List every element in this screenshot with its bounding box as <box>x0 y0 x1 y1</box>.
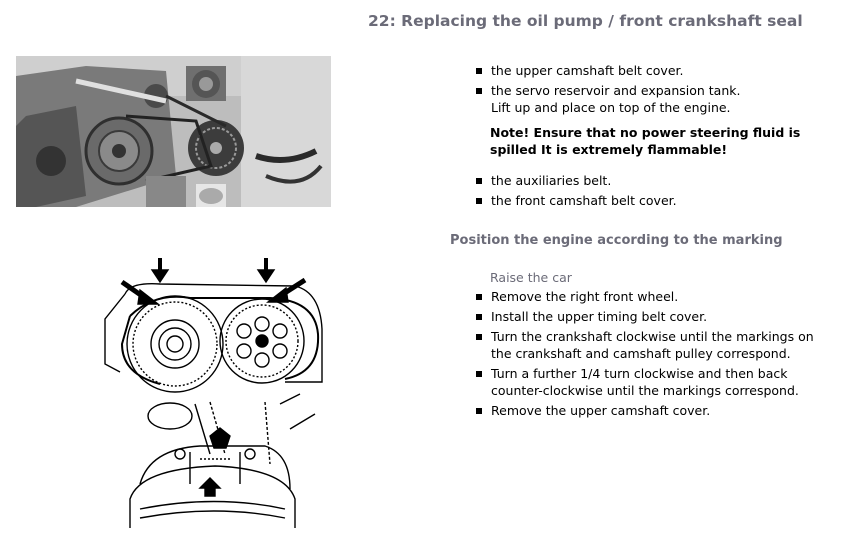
list-item: the servo reservoir and expansion tank. … <box>475 82 835 116</box>
list-item: Remove the upper camshaft cover. <box>475 402 835 419</box>
sub-heading: Raise the car <box>490 270 572 285</box>
removal-list: the upper camshaft belt cover. the servo… <box>475 62 835 119</box>
warning-note: Note! Ensure that no power steering flui… <box>490 125 801 157</box>
list-item: Install the upper timing belt cover. <box>475 308 835 325</box>
page-title: 22: Replacing the oil pump / front crank… <box>368 12 803 30</box>
list-item: Turn a further 1/4 turn clockwise and th… <box>475 365 835 399</box>
list-item: the front camshaft belt cover. <box>475 192 835 209</box>
list-item: the auxiliaries belt. <box>475 172 835 189</box>
list-item: Remove the right front wheel. <box>475 288 835 305</box>
list-item-text: the servo reservoir and expansion tank. <box>491 83 741 98</box>
list-item-text: Lift up and place on top of the engine. <box>491 100 731 115</box>
section-heading: Position the engine according to the mar… <box>450 233 783 248</box>
steps-list: Remove the right front wheel. Install th… <box>475 288 835 422</box>
list-item-text: the upper camshaft belt cover. <box>491 63 684 78</box>
list-item: the upper camshaft belt cover. <box>475 62 835 79</box>
list-item: Turn the crankshaft clockwise until the … <box>475 328 835 362</box>
removal-list-2: the auxiliaries belt. the front camshaft… <box>475 172 835 212</box>
engine-photo <box>16 56 331 207</box>
timing-diagram <box>104 258 323 528</box>
